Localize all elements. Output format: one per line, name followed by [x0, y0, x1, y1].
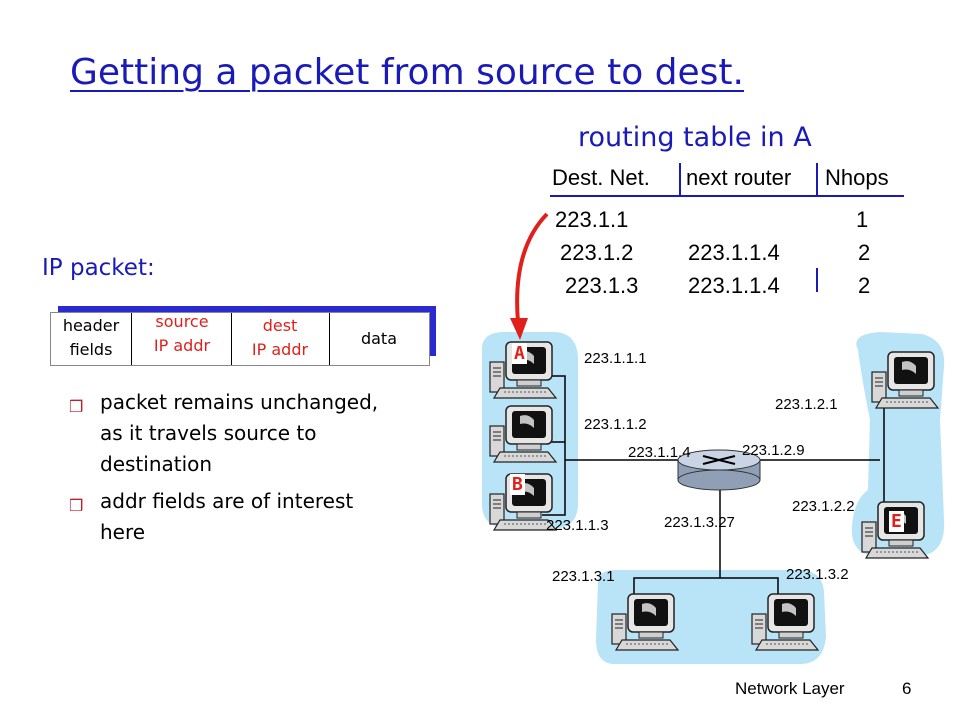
rt-header-next: next router — [686, 165, 792, 190]
rt-column-divider — [679, 163, 681, 197]
rt-row3-dest: 223.1.3 — [565, 273, 639, 298]
host-a-label: A — [512, 343, 527, 364]
ip-label-host-2: 223.1.1.2 — [584, 416, 647, 433]
page-number: 6 — [902, 679, 912, 698]
ip-label-host-32: 223.1.3.2 — [786, 566, 849, 583]
rt-row2-hops: 2 — [858, 240, 871, 265]
slide-title: Getting a packet from source to dest. — [70, 52, 744, 93]
bullet-text-2: addr fields are of interest here — [100, 489, 354, 544]
packet-field-divider — [329, 313, 330, 365]
rt-row2-dest: 223.1.2 — [560, 240, 634, 265]
ip-packet-label: IP packet: — [42, 255, 155, 281]
ip-label-router-1: 223.1.1.4 — [628, 444, 691, 461]
rt-row1-dest: 223.1.1 — [555, 207, 629, 232]
packet-field-data: data — [360, 329, 398, 348]
rt-header-hops: Nhops — [825, 165, 889, 190]
rt-column-divider — [816, 163, 818, 197]
routing-table-title: routing table in A — [578, 122, 812, 153]
rt-column-divider — [816, 268, 818, 292]
router-icon — [677, 449, 761, 491]
rt-header-dest: Dest. Net. — [552, 165, 650, 190]
ip-packet-diagram: header fields source IP addr dest IP add… — [50, 312, 430, 366]
ip-label-host-a: 223.1.1.1 — [584, 350, 647, 367]
ip-label-host-21: 223.1.2.1 — [775, 396, 838, 413]
ip-label-router-3: 223.1.3.27 — [664, 514, 735, 531]
rt-header-rule — [550, 195, 904, 197]
ip-label-router-2: 223.1.2.9 — [742, 442, 805, 459]
footer-label: Network Layer — [735, 679, 845, 698]
ip-label-host-e: 223.1.2.2 — [792, 498, 855, 515]
rt-row1-hops: 1 — [856, 207, 869, 232]
packet-field-divider — [231, 313, 232, 365]
bullet-icon: ❒ — [69, 397, 84, 416]
arrow-to-host-a — [510, 212, 549, 340]
packet-field-source: source IP addr — [153, 312, 211, 355]
host-b-label: B — [510, 474, 525, 495]
bullet-text-1: packet remains unchanged, as it travels … — [100, 390, 379, 476]
bullet-icon: ❒ — [69, 496, 84, 515]
ip-label-host-b: 223.1.1.3 — [546, 517, 609, 534]
rt-row3-next: 223.1.1.4 — [688, 273, 780, 298]
ip-label-host-31: 223.1.3.1 — [552, 568, 615, 585]
rt-row3-hops: 2 — [858, 273, 871, 298]
packet-field-header: header fields — [62, 316, 120, 359]
rt-row2-next: 223.1.1.4 — [688, 240, 780, 265]
packet-field-divider — [131, 313, 132, 365]
packet-field-dest: dest IP addr — [251, 316, 309, 359]
host-e-label: E — [889, 511, 904, 532]
